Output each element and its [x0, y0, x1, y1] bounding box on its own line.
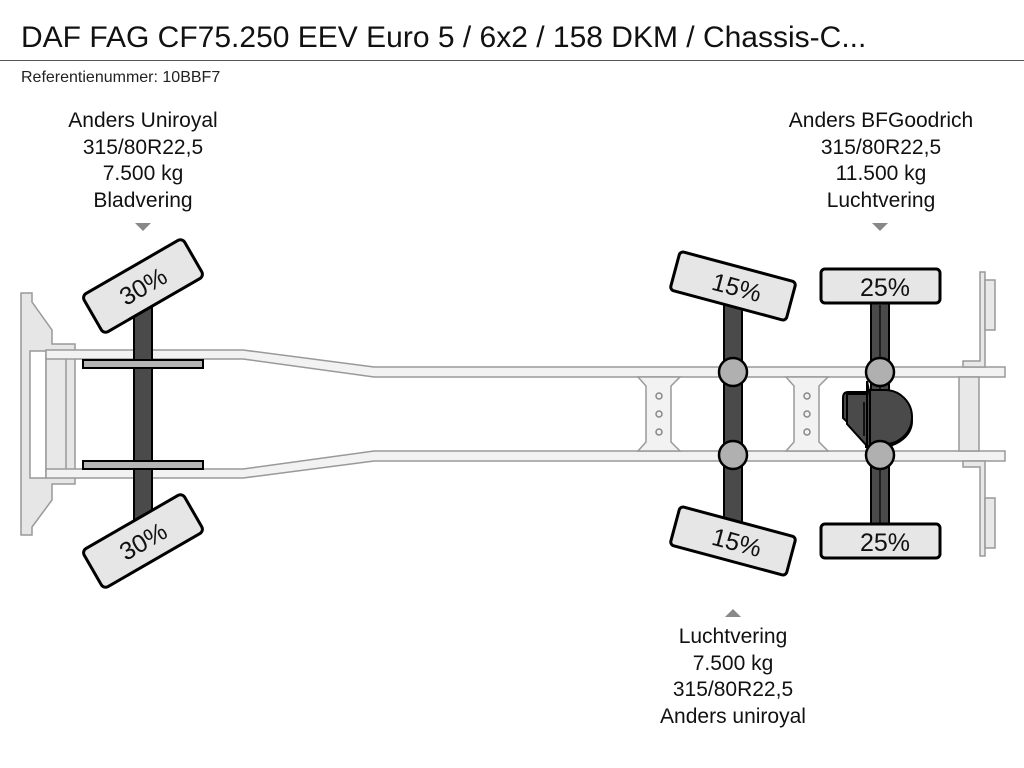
cross-member-2	[784, 376, 830, 452]
rear-axle-2-tire-size: 315/80R22,5	[820, 135, 942, 159]
rear-axle-1-left-tire: 15%	[669, 250, 797, 322]
rear-axle-2-tire-brand: Anders BFGoodrich	[788, 109, 974, 132]
rear-axle-2: 25% 25%	[819, 267, 942, 560]
bolt-hole	[655, 428, 663, 436]
front-leaf-spring-top	[82, 359, 204, 369]
reference-label: Referentienummer:	[21, 69, 158, 86]
rear-axle-1-tire-brand: Anders uniroyal	[660, 704, 806, 728]
rear-mount-bottom	[962, 460, 986, 557]
front-axle-suspension: Bladvering	[93, 188, 193, 212]
front-axle: 30% 30%	[82, 238, 204, 589]
front-left-tire: 30%	[82, 238, 204, 334]
rear-axle-1-load: 7.500 kg	[692, 651, 774, 675]
bolt-hole	[803, 392, 811, 400]
frame-rail-bottom	[45, 450, 1006, 479]
rear-axle-2-air-bag-bottom	[864, 439, 896, 471]
front-axle-tire-brand: Anders Uniroyal	[68, 109, 218, 132]
reference-number: Referentienummer: 10BBF7	[21, 68, 220, 88]
front-axle-tire-size: 315/80R22,5	[82, 135, 204, 159]
rear-axle-2-arrow-down-icon	[872, 223, 888, 231]
rear-mount-top	[962, 271, 986, 368]
rear-axle-1-air-bag-bottom	[717, 439, 749, 471]
reference-value: 10BBF7	[162, 69, 221, 86]
chassis-frame	[45, 271, 1006, 557]
rear-axle-1-right-tire: 15%	[669, 505, 797, 577]
front-axle-info: Anders Uniroyal 315/80R22,5 7.500 kg Bla…	[13, 108, 273, 214]
front-leaf-spring-bottom	[82, 460, 204, 470]
rear-crossbar	[958, 376, 980, 452]
rear-axle-1-info: Luchtvering 7.500 kg 315/80R22,5 Anders …	[603, 624, 863, 730]
rear-axle-2-load: 11.500 kg	[835, 162, 927, 185]
rear-light-top	[984, 279, 996, 331]
page-title: DAF FAG CF75.250 EEV Euro 5 / 6x2 / 158 …	[21, 21, 867, 54]
cross-member-1	[636, 376, 682, 452]
front-axle-beam	[133, 299, 153, 529]
rear-axle-1: 15% 15%	[669, 250, 797, 577]
bolt-hole	[803, 428, 811, 436]
rear-axle-2-left-tread: 25%	[860, 274, 910, 302]
front-axle-load: 7.500 kg	[102, 162, 184, 185]
rear-axle-2-suspension: Luchtvering	[826, 188, 936, 212]
bolt-hole	[655, 410, 663, 418]
bolt-hole	[803, 410, 811, 418]
rear-axle-2-left-tire: 25%	[819, 267, 942, 305]
front-axle-arrow-down-icon	[135, 223, 151, 231]
front-bumper	[20, 292, 76, 536]
rear-axle-1-arrow-up-icon	[725, 609, 741, 617]
rear-axle-2-air-bag-top	[864, 356, 896, 388]
rear-axle-1-suspension: Luchtvering	[678, 625, 788, 648]
rear-axle-2-info: Anders BFGoodrich 315/80R22,5 11.500 kg …	[751, 108, 1011, 214]
rear-axle-1-beam	[723, 299, 743, 529]
rear-axle-1-air-bag-top	[717, 356, 749, 388]
rear-axle-1-tire-size: 315/80R22,5	[672, 678, 794, 701]
rear-light-bottom	[984, 497, 996, 549]
rear-axle-2-right-tire: 25%	[819, 522, 942, 560]
rear-axle-2-right-tread: 25%	[860, 529, 910, 557]
bolt-hole	[655, 392, 663, 400]
title-divider	[0, 60, 1024, 61]
